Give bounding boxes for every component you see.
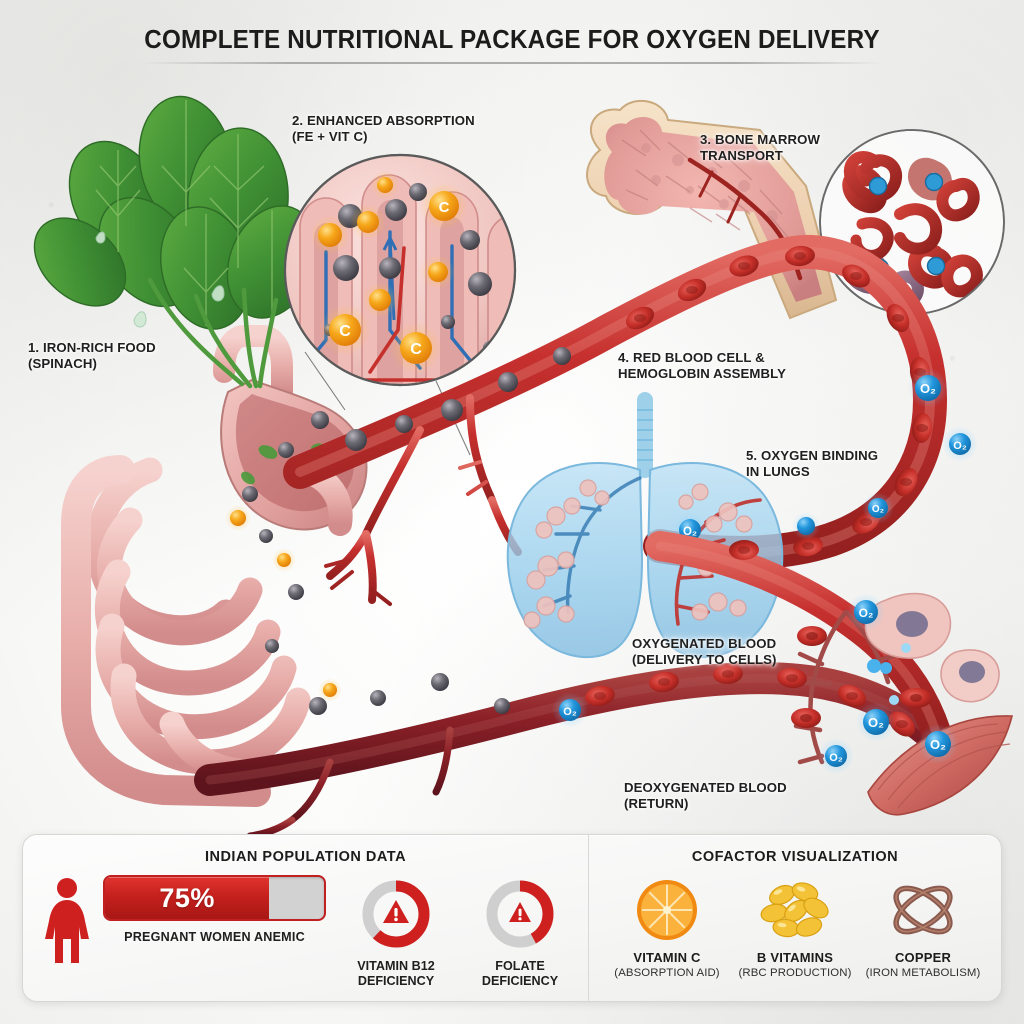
svg-text:O₂: O₂	[953, 440, 967, 452]
svg-text:O₂: O₂	[859, 606, 874, 620]
stage-label-enhanced-absorption: 2. ENHANCED ABSORPTION (FE + VIT C)	[292, 113, 475, 144]
folate-deficiency-donut-icon	[486, 880, 554, 948]
donut-vitamin-b12-deficiency: VITAMIN B12 DEFICIENCY	[342, 875, 450, 989]
b12-deficiency-donut-icon	[362, 880, 430, 948]
anemia-progress-bar: 75%	[103, 875, 326, 921]
b-vitamins-sub: (RBC PRODUCTION)	[738, 967, 852, 979]
vitamin-c-particle-icon: C C C	[310, 171, 468, 374]
svg-text:O₂: O₂	[930, 737, 946, 752]
absorption-inset: C C C	[283, 153, 517, 387]
b-vitamins-name: B VITAMINS	[756, 950, 834, 965]
heme-iron-icon	[868, 172, 946, 278]
cofactor-panel-title: COFACTOR VISUALIZATION	[691, 849, 899, 865]
flow-label-oxygenated-blood: OXYGENATED BLOOD (DELIVERY TO CELLS)	[632, 636, 777, 667]
folate-deficiency-caption: FOLATE DEFICIENCY	[481, 959, 559, 988]
deficiency-donuts: VITAMIN B12 DEFICIENCY FOLATE DEFICIENCY	[342, 875, 574, 989]
anemia-stat: 75% PREGNANT WOMEN ANEMIC	[103, 875, 326, 944]
vitamin-c-name: VITAMIN C	[633, 950, 701, 965]
svg-text:O₂: O₂	[683, 526, 697, 538]
b12-deficiency-caption: VITAMIN B12 DEFICIENCY	[357, 959, 435, 988]
donut-folate-deficiency: FOLATE DEFICIENCY	[466, 875, 574, 989]
cofactor-section: COFACTOR VISUALIZATION VITAMIN C (ABSORP…	[589, 835, 1001, 1001]
spinach-leaves	[33, 95, 325, 485]
svg-text:O₂: O₂	[829, 752, 843, 764]
red-blood-cell-icon	[791, 626, 932, 728]
digestive-system	[61, 325, 368, 807]
svg-text:C: C	[439, 199, 450, 216]
svg-text:O₂: O₂	[868, 715, 884, 730]
anemia-caption: PREGNANT WOMEN ANEMIC	[124, 930, 305, 944]
rbc-in-vessel	[585, 245, 933, 737]
svg-text:O₂: O₂	[872, 504, 884, 515]
iron-in-transport	[225, 347, 571, 715]
arterial-vessel	[283, 234, 948, 606]
copper-atom-icon	[893, 885, 953, 935]
data-panel: INDIAN POPULATION DATA 75% PREGNANT WOME…	[22, 834, 1002, 1002]
copper-name: COPPER	[894, 950, 952, 965]
svg-text:C: C	[410, 341, 422, 358]
anemia-percent-value: 75%	[159, 882, 215, 913]
page-title: COMPLETE NUTRITIONAL PACKAGE FOR OXYGEN …	[144, 26, 880, 54]
capsules-icon	[760, 882, 829, 938]
svg-text:O₂: O₂	[920, 381, 936, 396]
lungs-illustration: O₂	[506, 392, 784, 659]
title-divider	[141, 62, 883, 64]
vitamin-c-sub: (ABSORPTION AID)	[614, 967, 720, 979]
stage-label-oxygen-binding: 5. OXYGEN BINDING IN LUNGS	[746, 448, 879, 479]
orange-slice-icon	[637, 880, 697, 940]
cofactor-b-vitamins: B VITAMINS (RBC PRODUCTION)	[731, 877, 859, 979]
stage-label-rbc-hemoglobin: 4. RED BLOOD CELL & HEMOGLOBIN ASSEMBLY	[618, 350, 786, 381]
svg-text:C: C	[339, 323, 351, 340]
water-droplet-icon	[95, 231, 225, 328]
population-panel-title: INDIAN POPULATION DATA	[204, 849, 407, 865]
cofactor-copper: COPPER (IRON METABOLISM)	[859, 877, 987, 979]
svg-text:O₂: O₂	[563, 706, 577, 718]
copper-sub: (IRON METABOLISM)	[865, 967, 981, 979]
oxygen-molecules: O₂ O₂ O₂ O₂	[552, 368, 978, 774]
pregnant-woman-icon	[45, 878, 89, 963]
stage-label-bone-marrow: 3. BONE MARROW TRANSPORT	[700, 132, 821, 163]
population-data-section: INDIAN POPULATION DATA 75% PREGNANT WOME…	[23, 835, 589, 1001]
title-block: COMPLETE NUTRITIONAL PACKAGE FOR OXYGEN …	[0, 26, 1024, 64]
cofactor-vitamin-c: VITAMIN C (ABSORPTION AID)	[603, 877, 731, 979]
flow-label-deoxygenated-blood: DEOXYGENATED BLOOD (RETURN)	[624, 780, 787, 811]
stage-label-iron-rich-food: 1. IRON-RICH FOOD (SPINACH)	[28, 340, 156, 371]
anemia-progress-fill: 75%	[105, 877, 270, 919]
